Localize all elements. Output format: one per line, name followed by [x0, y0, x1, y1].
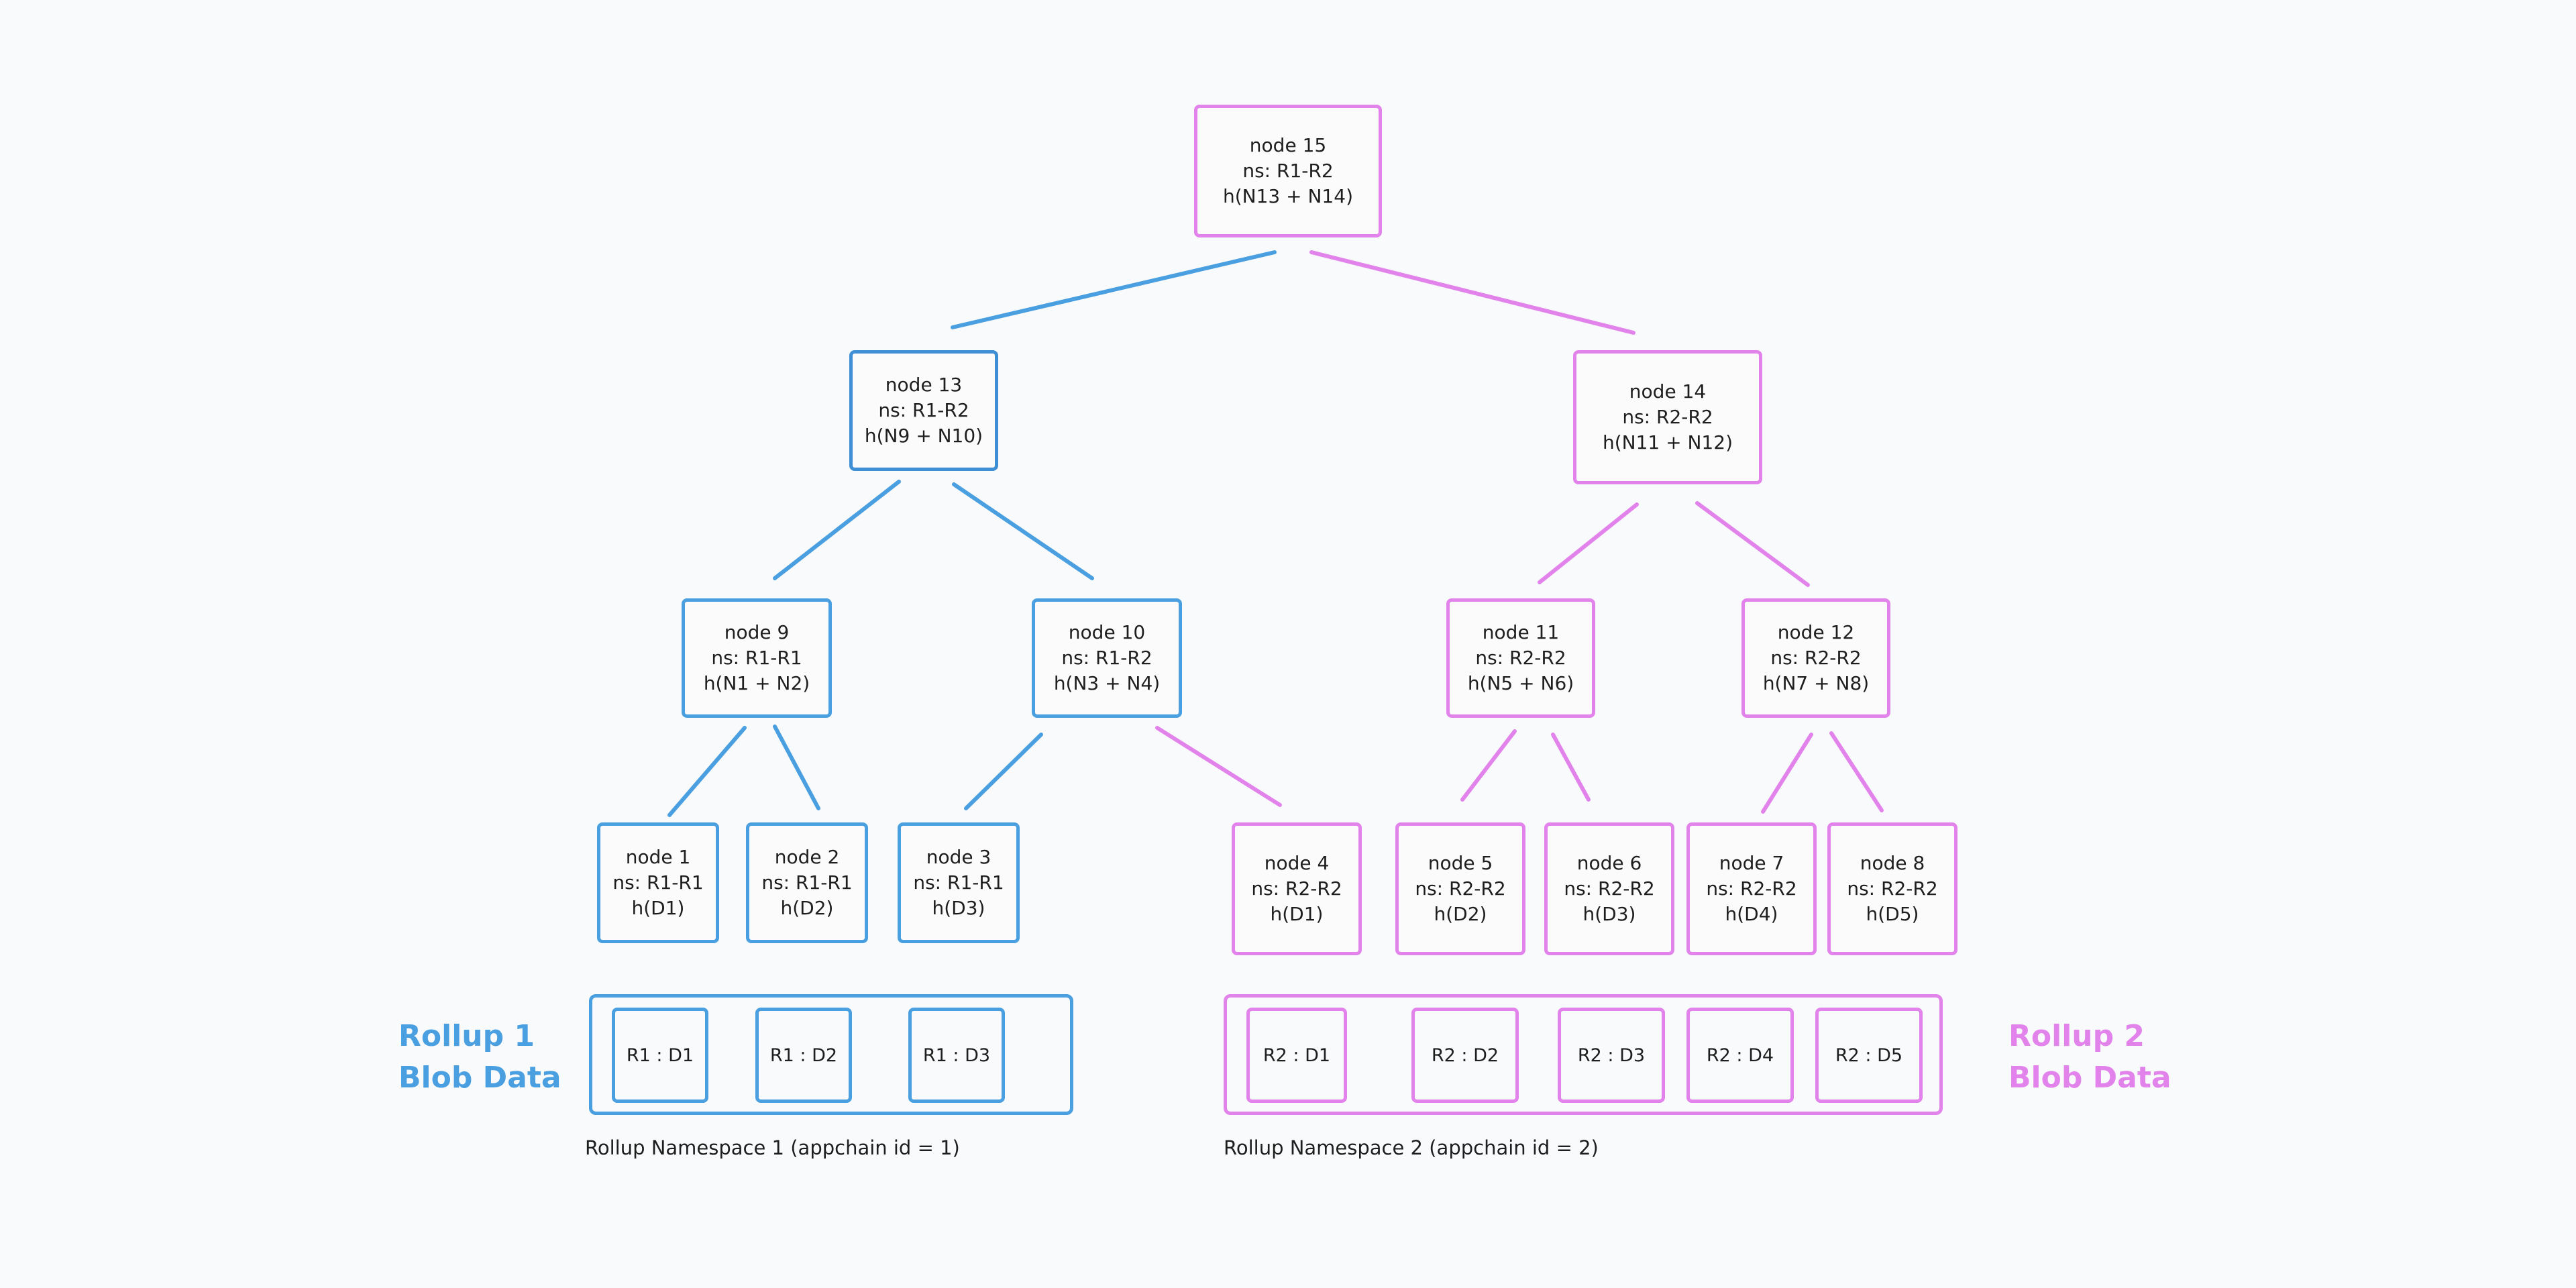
node-title: node 10 [1068, 621, 1146, 643]
node-hash: h(N9 + N10) [864, 425, 983, 447]
node-title: node 14 [1629, 380, 1707, 402]
blob-r1-d1: R1 : D1 [612, 1008, 708, 1103]
edge-15-14 [1309, 250, 1635, 335]
node-namespace: ns: R1-R2 [878, 399, 969, 421]
node-2: node 2 ns: R1-R1 h(D2) [746, 822, 868, 943]
blob-r1-d2: R1 : D2 [755, 1008, 852, 1103]
rollup-1-label-line2: Blob Data [398, 1061, 561, 1095]
node-namespace: ns: R1-R1 [761, 871, 853, 894]
node-7: node 7 ns: R2-R2 h(D4) [1686, 822, 1817, 955]
edge-10-4 [1155, 726, 1282, 807]
node-title: node 13 [885, 374, 963, 396]
node-11: node 11 ns: R2-R2 h(N5 + N6) [1446, 598, 1595, 718]
node-8: node 8 ns: R2-R2 h(D5) [1827, 822, 1957, 955]
namespace-2-caption: Rollup Namespace 2 (appchain id = 2) [1224, 1136, 1599, 1159]
edge-11-6 [1551, 733, 1591, 802]
node-6: node 6 ns: R2-R2 h(D3) [1544, 822, 1674, 955]
node-title: node 11 [1482, 621, 1560, 643]
blob-r2-d2: R2 : D2 [1411, 1008, 1519, 1103]
node-15: node 15 ns: R1-R2 h(N13 + N14) [1194, 105, 1382, 237]
edge-12-8 [1829, 731, 1884, 812]
edge-13-10 [952, 482, 1094, 580]
blob-r2-d1: R2 : D1 [1246, 1008, 1347, 1103]
node-title: node 5 [1428, 852, 1493, 874]
node-hash: h(D2) [780, 897, 834, 919]
rollup-2-label-line1: Rollup 2 [2008, 1019, 2145, 1053]
node-title: node 2 [774, 846, 840, 868]
node-hash: h(D2) [1434, 903, 1487, 925]
node-hash: h(D3) [932, 897, 985, 919]
node-namespace: ns: R2-R2 [1622, 406, 1713, 428]
node-title: node 12 [1777, 621, 1855, 643]
node-namespace: ns: R2-R2 [1847, 877, 1938, 900]
rollup-2-label-line2: Blob Data [2008, 1061, 2171, 1095]
blob-r2-d4: R2 : D4 [1686, 1008, 1794, 1103]
edge-14-12 [1695, 501, 1810, 587]
node-title: node 4 [1264, 852, 1330, 874]
rollup-2-blob-container [1224, 994, 1943, 1115]
node-12: node 12 ns: R2-R2 h(N7 + N8) [1741, 598, 1890, 718]
edge-10-3 [964, 733, 1043, 810]
node-hash: h(D1) [1270, 903, 1324, 925]
edge-14-11 [1538, 502, 1639, 584]
blob-r1-d3: R1 : D3 [908, 1008, 1005, 1103]
node-5: node 5 ns: R2-R2 h(D2) [1395, 822, 1525, 955]
node-namespace: ns: R2-R2 [1564, 877, 1655, 900]
blob-r2-d5: R2 : D5 [1815, 1008, 1923, 1103]
node-namespace: ns: R2-R2 [1706, 877, 1797, 900]
node-hash: h(N7 + N8) [1762, 672, 1870, 694]
blob-r2-d3: R2 : D3 [1558, 1008, 1665, 1103]
node-title: node 15 [1249, 134, 1327, 156]
node-namespace: ns: R1-R1 [612, 871, 704, 894]
node-title: node 6 [1576, 852, 1642, 874]
node-namespace: ns: R2-R2 [1251, 877, 1342, 900]
node-13: node 13 ns: R1-R2 h(N9 + N10) [849, 350, 998, 471]
node-title: node 7 [1719, 852, 1784, 874]
edge-15-13 [951, 250, 1277, 329]
node-hash: h(N5 + N6) [1467, 672, 1574, 694]
node-10: node 10 ns: R1-R2 h(N3 + N4) [1032, 598, 1182, 718]
node-hash: h(D3) [1582, 903, 1636, 925]
node-title: node 3 [926, 846, 991, 868]
node-namespace: ns: R1-R1 [711, 647, 802, 669]
node-hash: h(N11 + N12) [1602, 431, 1733, 453]
rollup-1-label-line1: Rollup 1 [398, 1019, 535, 1053]
node-namespace: ns: R1-R2 [1242, 160, 1334, 182]
edge-9-1 [667, 726, 747, 817]
node-namespace: ns: R1-R2 [1061, 647, 1152, 669]
node-title: node 1 [625, 846, 691, 868]
node-hash: h(N3 + N4) [1053, 672, 1161, 694]
node-14: node 14 ns: R2-R2 h(N11 + N12) [1573, 350, 1762, 484]
rollup-1-label: Rollup 1 Blob Data [398, 1016, 561, 1099]
node-hash: h(N1 + N2) [703, 672, 810, 694]
node-hash: h(D1) [631, 897, 685, 919]
node-hash: h(N13 + N14) [1222, 185, 1353, 207]
node-hash: h(D5) [1866, 903, 1919, 925]
node-namespace: ns: R1-R1 [913, 871, 1004, 894]
node-hash: h(D4) [1725, 903, 1778, 925]
edge-12-7 [1761, 733, 1813, 814]
node-title: node 9 [724, 621, 790, 643]
node-title: node 8 [1860, 852, 1925, 874]
node-4: node 4 ns: R2-R2 h(D1) [1232, 822, 1362, 955]
node-1: node 1 ns: R1-R1 h(D1) [597, 822, 719, 943]
edge-11-5 [1460, 729, 1517, 802]
namespace-1-caption: Rollup Namespace 1 (appchain id = 1) [585, 1136, 960, 1159]
node-namespace: ns: R2-R2 [1770, 647, 1862, 669]
node-namespace: ns: R2-R2 [1475, 647, 1566, 669]
edge-9-2 [773, 724, 820, 810]
rollup-1-blob-container [589, 994, 1073, 1115]
node-3: node 3 ns: R1-R1 h(D3) [898, 822, 1020, 943]
rollup-2-label: Rollup 2 Blob Data [2008, 1016, 2171, 1099]
node-9: node 9 ns: R1-R1 h(N1 + N2) [682, 598, 832, 718]
edge-13-9 [773, 480, 901, 580]
node-namespace: ns: R2-R2 [1415, 877, 1506, 900]
